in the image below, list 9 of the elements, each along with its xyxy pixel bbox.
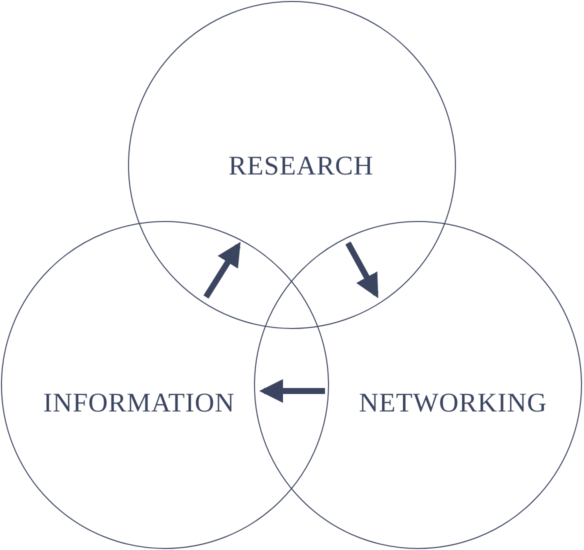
circle-label: NETWORKING <box>359 388 547 418</box>
arrow <box>345 242 379 298</box>
arrow <box>259 379 325 403</box>
arrow <box>203 242 241 299</box>
circle-label: RESEARCH <box>228 150 374 182</box>
venn-circle <box>1 221 329 549</box>
venn-circle <box>254 221 582 549</box>
venn-circle <box>128 1 456 329</box>
circle-label: INFORMATION <box>43 388 235 418</box>
